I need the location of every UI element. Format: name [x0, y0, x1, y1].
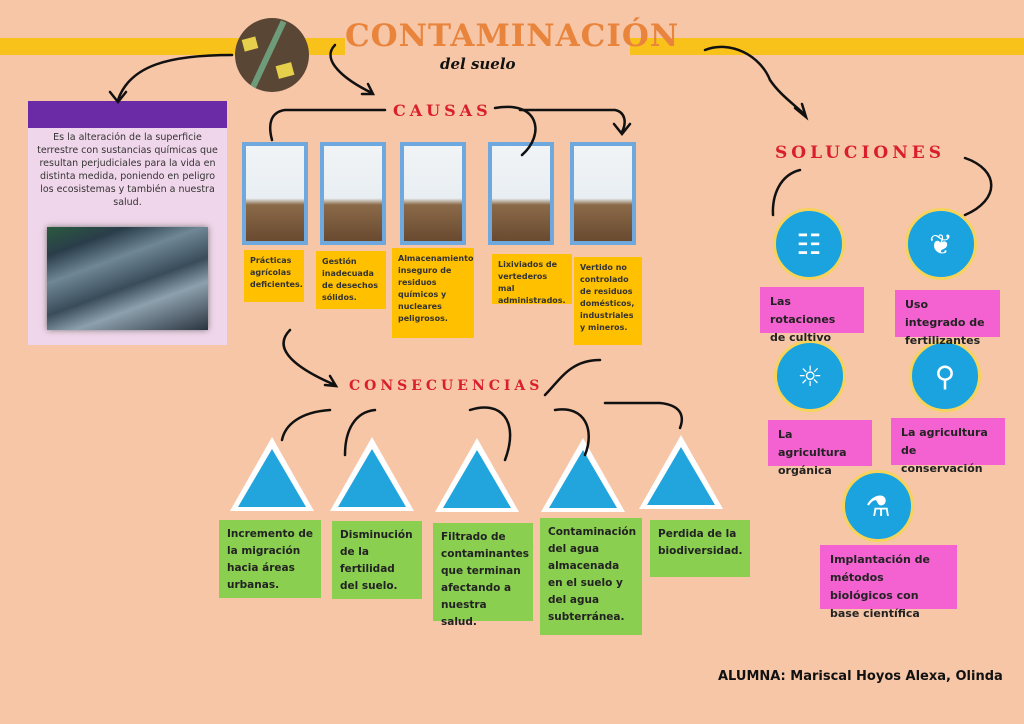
- cause-image-landfill: [488, 142, 554, 245]
- water-icon: [549, 450, 617, 508]
- arrow-conseq-5: [603, 401, 684, 430]
- buildings-icon: [238, 449, 306, 507]
- sprout-sun-icon: ☼: [774, 340, 846, 412]
- arrow-to-definition: [108, 53, 234, 105]
- cause-box: Almacenamiento inseguro de residuos quím…: [392, 248, 474, 338]
- arrow-causes-right: [518, 108, 632, 137]
- arrow-to-causes: [329, 43, 376, 96]
- solution-box: Implantación de métodos biológicos con b…: [820, 545, 957, 620]
- fertilizer-bag-icon: ❦: [905, 208, 977, 280]
- arrow-consequences-right: [543, 358, 602, 397]
- definition-header: [28, 101, 227, 128]
- root-icon: ⚲: [909, 340, 981, 412]
- warning-triangle: [639, 435, 723, 509]
- author-credit: ALUMNA: Mariscal Hoyos Alexa, Olinda: [718, 669, 1003, 684]
- consequence-box: Perdida de la biodiversidad.: [650, 520, 750, 577]
- arrow-to-solutions: [703, 45, 809, 121]
- definition-text: Es la alteración de la superficie terres…: [37, 132, 218, 208]
- cause-image-waste: [320, 142, 386, 245]
- cause-image-dry-tree: [242, 142, 308, 245]
- solution-box: La agricultura orgánica: [768, 420, 872, 477]
- field-icon: ☷: [773, 208, 845, 280]
- arrow-conseq-2: [343, 408, 377, 457]
- arrow-conseq-4: [553, 408, 590, 457]
- definition-card: Es la alteración de la superficie terres…: [28, 101, 227, 345]
- contaminated-soil-photo: [47, 227, 208, 330]
- warning-triangle: [330, 437, 414, 511]
- causes-heading: CAUSAS: [393, 101, 492, 120]
- arrow-to-consequences: [282, 328, 339, 388]
- cause-box: Vertido no controlado de residuos domést…: [574, 257, 642, 345]
- heart-icon: [443, 450, 511, 508]
- consequence-box: Filtrado de contaminantes que terminan a…: [433, 523, 533, 628]
- header-band-mid: [305, 38, 345, 55]
- consequence-box: Incremento de la migración hacia áreas u…: [219, 520, 321, 598]
- cause-box: Gestión inadecuada de desechos sólidos.: [316, 251, 386, 309]
- arrow-solutions-right: [963, 156, 993, 217]
- cause-image-barrels: [400, 142, 466, 245]
- arrow-causes-left: [268, 108, 387, 142]
- arrow-conseq-3: [468, 406, 512, 462]
- consequences-heading: CONSECUENCIAS: [349, 378, 544, 394]
- warning-triangle: [435, 438, 519, 512]
- solutions-heading: SOLUCIONES: [775, 143, 945, 163]
- header-band-left: [0, 38, 240, 55]
- solution-box: Uso integrado de fertilizantes: [895, 290, 1000, 347]
- solution-box: Las rotaciones de cultivo: [760, 287, 864, 344]
- warning-triangle: [541, 438, 625, 512]
- arrow-conseq-1: [280, 408, 332, 442]
- arrow-solutions-left: [771, 168, 802, 217]
- cause-box: Lixiviados de vertederos mal administrad…: [492, 254, 572, 305]
- consequence-box: Disminución de la fertilidad del suelo.: [332, 521, 422, 599]
- contaminated-globe-icon: [235, 18, 309, 92]
- arrow-causes-mid: [493, 105, 537, 157]
- warning-triangle: [230, 437, 314, 511]
- cause-image-dump-truck: [570, 142, 636, 245]
- page-title: CONTAMINACIÓN: [345, 18, 680, 54]
- plant-icon: [647, 447, 715, 505]
- hexagons-icon: [338, 449, 406, 507]
- cause-box: Prácticas agrícolas deficientes.: [244, 250, 304, 302]
- solution-box: La agricultura de conservación: [891, 418, 1005, 475]
- page-subtitle: del suelo: [440, 55, 516, 73]
- header-band-right: [630, 38, 1024, 55]
- consequence-box: Contaminación del agua almacenada en el …: [540, 518, 642, 635]
- test-tube-icon: ⚗: [842, 470, 914, 542]
